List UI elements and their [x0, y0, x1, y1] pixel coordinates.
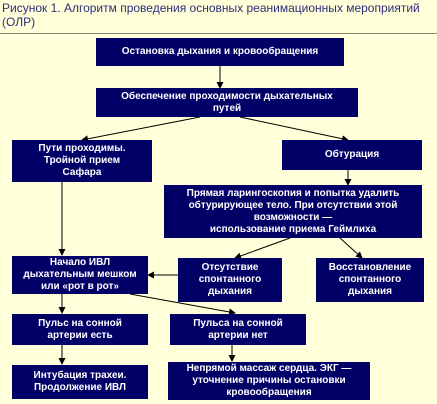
node-cardiac-massage-line-3: кровообращения	[226, 387, 312, 398]
node-airway-clear-line-2: Тройной прием	[43, 155, 121, 166]
node-intubation-line-1: Интубация трахеи.	[33, 370, 127, 381]
node-laryngoscopy-line-1: Прямая ларингоскопия и попытка удалить	[186, 187, 400, 199]
caption-line-1: Рисунок 1. Алгоритм проведения основных …	[2, 1, 432, 15]
node-ventilation: Начало ИВЛ дыхательным мешком или «рот в…	[12, 256, 148, 294]
figure-caption: Рисунок 1. Алгоритм проведения основных …	[2, 1, 432, 29]
node-restored-line-2: спонтанного	[338, 274, 402, 285]
caption-title: Алгоритм проведения основных реанимацион…	[63, 1, 420, 15]
node-pulse-absent-line-2: артерии нет	[208, 329, 268, 341]
node-laryngoscopy-line-2: обтурирующее тело. При отсутствии этой	[188, 199, 398, 211]
node-no-spontaneous-breathing: Отсутствие спонтанного дыхания	[178, 258, 282, 302]
arrow-airway-to-obstruction	[239, 116, 349, 143]
node-airway-line-2: путей	[212, 102, 242, 114]
node-airway-clear-line-1: Пути проходимы.	[38, 143, 126, 154]
node-obstruction-line-1: Обтурация	[324, 149, 380, 160]
arrow-laryngoscopy-to-restored	[339, 237, 363, 259]
node-no-spontaneous-line-2: спонтанного	[198, 274, 262, 285]
node-laryngoscopy: Прямая ларингоскопия и попытка удалить о…	[164, 185, 422, 238]
node-intubation: Интубация трахеи. Продолжение ИВЛ	[12, 365, 148, 399]
node-cardiac-massage-line-2: уточнение причины остановки	[192, 375, 346, 386]
arrow-ventilation-to-pulse-absent	[129, 293, 236, 316]
node-no-spontaneous-line-3: дыхания	[207, 286, 253, 297]
node-airway: Обеспечение проходимости дыхательных пут…	[96, 88, 358, 117]
node-pulse-present-line-1: Пульс на сонной	[38, 317, 122, 329]
arrow-laryngoscopy-to-no-spontaneous	[234, 237, 291, 260]
node-cardiac-massage-line-1: Непрямой массаж сердца. ЭКГ —	[186, 363, 352, 374]
node-cardiac-massage: Непрямой массаж сердца. ЭКГ — уточнение …	[168, 362, 370, 400]
node-intubation-line-2: Продолжение ИВЛ	[33, 382, 127, 393]
node-pulse-present: Пульс на сонной артерии есть	[12, 314, 148, 345]
node-no-spontaneous-line-1: Отсутствие	[201, 262, 259, 273]
node-ventilation-line-1: Начало ИВЛ	[49, 257, 111, 268]
node-airway-line-1: Обеспечение проходимости дыхательных	[121, 90, 333, 102]
arrow-airway-to-clear	[81, 116, 201, 143]
node-cardiac-arrest-line-1: Остановка дыхания и кровообращения	[121, 46, 319, 57]
caption-line-2: (ОЛР)	[2, 15, 36, 29]
node-airway-clear: Пути проходимы. Тройной прием Сафара	[12, 140, 152, 182]
node-cardiac-arrest: Остановка дыхания и кровообращения	[96, 38, 344, 66]
node-spontaneous-restored: Восстановление спонтанного дыхания	[316, 258, 424, 302]
node-airway-clear-line-3: Сафара	[62, 167, 102, 178]
node-ventilation-line-3: или «рот в рот»	[41, 281, 119, 292]
node-restored-line-3: дыхания	[347, 286, 393, 297]
caption-label: Рисунок 1.	[2, 1, 61, 15]
node-pulse-present-line-2: артерии есть	[47, 329, 113, 341]
node-laryngoscopy-line-3: возможности —	[253, 211, 333, 223]
node-obstruction: Обтурация	[282, 140, 422, 170]
node-pulse-absent: Пульса на сонной артерии нет	[170, 314, 306, 345]
node-restored-line-1: Восстановление	[328, 262, 412, 273]
node-ventilation-line-2: дыхательным мешком	[23, 269, 137, 280]
node-laryngoscopy-line-4: использование приема Геймлиха	[209, 223, 377, 235]
node-pulse-absent-line-1: Пульса на сонной	[193, 317, 283, 329]
caption-divider	[0, 33, 437, 34]
